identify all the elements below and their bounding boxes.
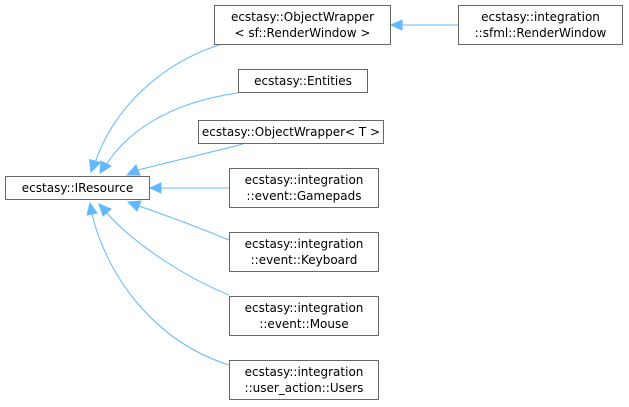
node-label-line: ecstasy::integration [244,173,364,187]
edge-mouse-to-iresource [105,211,230,296]
node-label-line: ::sfml::RenderWindow [474,26,607,40]
node-label-line: ecstasy::Entities [254,74,352,88]
node-objectwrapper-t[interactable]: ecstasy::ObjectWrapper< T > [198,120,384,144]
edge-keyboard-to-iresource [138,205,230,241]
arrowhead [88,158,102,174]
node-label-line: ::user_action::Users [244,381,364,395]
node-label-line: ecstasy::ObjectWrapper< T > [201,125,381,139]
node-label-line: < sf::RenderWindow > [234,26,371,40]
node-label-line: ecstasy::ObjectWrapper [230,10,375,24]
arrowhead [389,19,403,31]
node-event-keyboard[interactable]: ecstasy::integration ::event::Keyboard [229,232,379,272]
node-label-line: ::event::Mouse [259,317,349,331]
arrowhead [125,164,141,176]
arrowhead [126,200,142,212]
node-label-line: ecstasy::integration [481,10,600,24]
arrowhead [86,201,98,216]
node-label-line: ecstasy::integration [244,237,364,251]
node-label-line: ::event::Keyboard [250,253,358,267]
node-label-line: ecstasy::integration [244,365,364,379]
edge-users-to-iresource [91,213,230,366]
edge-objectwrapper-t-to-iresource [137,143,244,171]
node-objectwrapper-renderwindow[interactable]: ecstasy::ObjectWrapper < sf::RenderWindo… [214,5,391,45]
edge-entities-to-iresource [105,92,239,166]
arrowhead [148,182,162,194]
node-event-mouse[interactable]: ecstasy::integration ::event::Mouse [229,296,379,336]
arrowhead [98,203,112,217]
node-event-gamepads[interactable]: ecstasy::integration ::event::Gamepads [229,168,379,208]
node-sfml-renderwindow[interactable]: ecstasy::integration ::sfml::RenderWindo… [458,5,623,45]
node-label-line: ::event::Gamepads [246,189,362,203]
node-entities[interactable]: ecstasy::Entities [238,69,368,93]
node-user-action-users[interactable]: ecstasy::integration ::user_action::User… [229,360,379,400]
node-label-line: ecstasy::IResource [21,181,134,195]
arrowhead [99,160,113,174]
edge-objectwrapper-renderwindow-to-iresource [94,41,230,164]
node-label-line: ecstasy::integration [244,301,364,315]
node-iresource[interactable]: ecstasy::IResource [5,176,150,200]
